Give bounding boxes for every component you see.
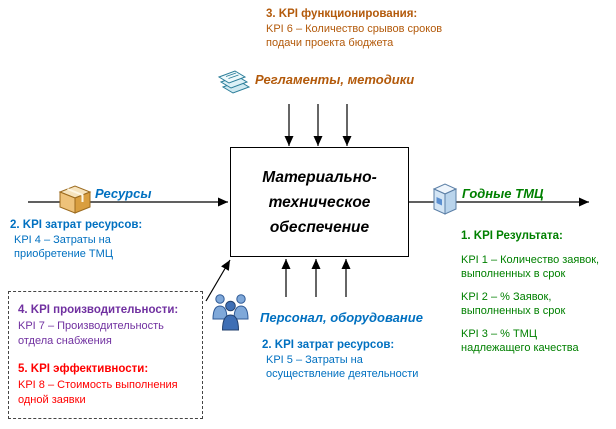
kpi-result-block: 1. KPI Результата: KPI 1 – Количество за… xyxy=(461,228,599,355)
kpi-2-line-1: KPI 2 – % Заявок, xyxy=(461,291,552,303)
kpi-functioning-block: 3. KPI функционирования: KPI 6 – Количес… xyxy=(266,6,442,50)
kpi-functioning-line-2: подачи проекта бюджета xyxy=(266,37,394,49)
kpi-3-item: KPI 3 – % ТМЦ надлежащего качества xyxy=(461,327,599,355)
kpi-2-item: KPI 2 – % Заявок, выполненных в срок xyxy=(461,290,599,318)
package-box-icon xyxy=(57,183,93,214)
kpi-result-title: 1. KPI Результата: xyxy=(461,230,563,242)
kpi-1-line-1: KPI 1 – Количество заявок, xyxy=(461,254,600,266)
regulations-label: Регламенты, методики xyxy=(255,72,415,87)
goods-box-icon xyxy=(430,182,460,216)
mechanism-arrow-diagonal xyxy=(205,259,231,302)
process-box-line-1: Материально- xyxy=(262,168,377,186)
process-box-line-3: обеспечение xyxy=(269,218,370,236)
kpi-resources-cost-bottom-block: 2. KPI затрат ресурсов: KPI 5 – Затраты … xyxy=(262,337,418,381)
kpi-4-line-2: приобретение ТМЦ xyxy=(14,248,113,260)
kpi-3-line-1: KPI 3 – % ТМЦ xyxy=(461,328,537,340)
kpi-resources-cost-left-block: 2. KPI затрат ресурсов: KPI 4 – Затраты … xyxy=(10,217,142,261)
kpi-5-line-2: осуществление деятельности xyxy=(266,368,419,380)
kpi-efficiency-title: 5. KPI эффективности: xyxy=(18,363,149,375)
kpi-resources-cost-left-title: 2. KPI затрат ресурсов: xyxy=(10,219,143,231)
documents-stack-icon xyxy=(214,64,254,98)
kpi-5-line-1: KPI 5 – Затраты на xyxy=(266,354,363,366)
kpi-4-line-1: KPI 4 – Затраты на xyxy=(14,234,111,246)
process-box: Материально- техническое обеспечение xyxy=(230,147,409,257)
kpi-resources-cost-bottom-title: 2. KPI затрат ресурсов: xyxy=(262,339,395,351)
kpi-functioning-title: 3. KPI функционирования: xyxy=(266,8,418,20)
kpi-7-line-2: отдела снабжения xyxy=(18,335,112,347)
process-box-line-2: техническое xyxy=(268,193,371,211)
kpi-8-line-1: KPI 8 – Стоимость выполнения xyxy=(18,379,178,391)
kpi-productivity-efficiency-box: 4. KPI производительности: KPI 7 – Произ… xyxy=(8,291,203,419)
people-icon xyxy=(210,290,256,334)
kpi-productivity-title: 4. KPI производительности: xyxy=(18,304,179,316)
kpi-1-item: KPI 1 – Количество заявок, выполненных в… xyxy=(461,253,599,281)
kpi-1-line-2: выполненных в срок xyxy=(461,268,566,280)
kpi-7-line-1: KPI 7 – Производительность xyxy=(18,320,164,332)
good-tmc-label: Годные ТМЦ xyxy=(462,186,544,201)
kpi-8-line-2: одной заявки xyxy=(18,394,86,406)
kpi-functioning-line-1: KPI 6 – Количество срывов сроков xyxy=(266,23,443,35)
kpi-3-line-2: надлежащего качества xyxy=(461,342,579,354)
kpi-2-line-2: выполненных в срок xyxy=(461,305,566,317)
spacer xyxy=(18,349,193,361)
resources-label: Ресурсы xyxy=(95,186,152,201)
personnel-equipment-label: Персонал, оборудование xyxy=(260,310,423,325)
